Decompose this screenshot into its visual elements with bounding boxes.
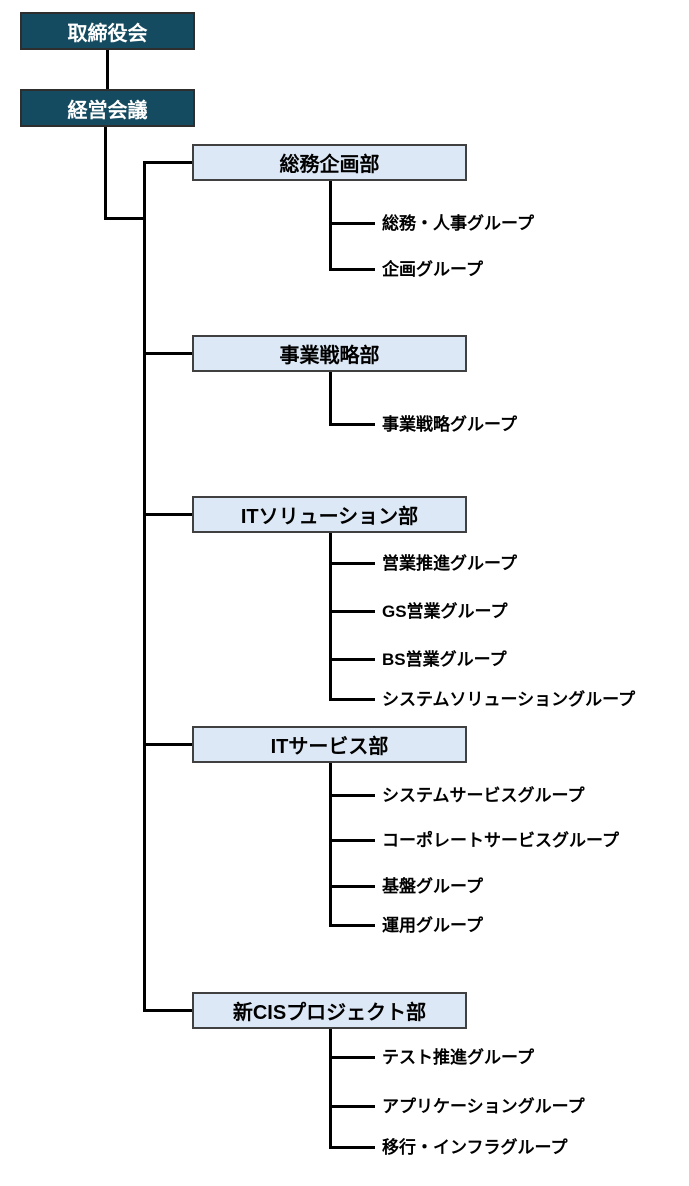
connector-line — [329, 698, 375, 701]
group-label: 事業戦略グループ — [382, 415, 517, 434]
group-label: 企画グループ — [382, 260, 483, 279]
group-label: BS営業グループ — [382, 650, 507, 669]
group-label: テスト推進グループ — [382, 1048, 534, 1067]
connector-line — [104, 127, 107, 220]
subtrunk-line — [329, 1029, 332, 1149]
connector-line — [329, 794, 375, 797]
node-board-of-directors-label: 取締役会 — [67, 22, 148, 45]
department-label: 新CISプロジェクト部 — [232, 1002, 427, 1024]
connector-line — [104, 217, 146, 220]
connector-line — [329, 423, 375, 426]
department-box: ITソリューション部 — [192, 496, 467, 533]
department-box: ITサービス部 — [192, 726, 467, 763]
subtrunk-line — [329, 533, 332, 701]
group-label: 営業推進グループ — [382, 554, 517, 573]
department-label: 総務企画部 — [279, 154, 380, 176]
department-label: ITサービス部 — [270, 736, 389, 758]
group-label: システムサービスグループ — [382, 786, 585, 805]
connector-line — [143, 1009, 192, 1012]
connector-line — [106, 50, 109, 89]
node-board-of-directors: 取締役会 — [20, 12, 195, 50]
group-label: 総務・人事グループ — [382, 214, 534, 233]
connector-line — [143, 513, 192, 516]
connector-line — [329, 839, 375, 842]
node-management-council-label: 経営会議 — [67, 99, 148, 122]
connector-line — [329, 924, 375, 927]
connector-line — [329, 268, 375, 271]
group-label: アプリケーショングループ — [382, 1097, 585, 1116]
group-label: コーポレートサービスグループ — [382, 831, 619, 850]
subtrunk-line — [329, 372, 332, 426]
connector-line — [143, 161, 192, 164]
department-box: 総務企画部 — [192, 144, 467, 181]
group-label: 移行・インフラグループ — [382, 1138, 568, 1157]
connector-line — [143, 743, 192, 746]
connector-line — [329, 885, 375, 888]
department-label: ITソリューション部 — [240, 506, 419, 528]
group-label: GS営業グループ — [382, 602, 508, 621]
subtrunk-line — [329, 763, 332, 927]
connector-line — [329, 658, 375, 661]
connector-line — [143, 352, 192, 355]
trunk-line — [143, 161, 146, 1012]
department-box: 事業戦略部 — [192, 335, 467, 372]
connector-line — [329, 1056, 375, 1059]
group-label: システムソリューショングループ — [382, 690, 636, 709]
connector-line — [329, 610, 375, 613]
connector-line — [329, 1105, 375, 1108]
connector-line — [329, 1146, 375, 1149]
connector-line — [329, 222, 375, 225]
department-box: 新CISプロジェクト部 — [192, 992, 467, 1029]
connector-line — [329, 562, 375, 565]
department-label: 事業戦略部 — [279, 345, 380, 367]
node-management-council: 経営会議 — [20, 89, 195, 127]
subtrunk-line — [329, 181, 332, 271]
group-label: 基盤グループ — [382, 877, 483, 896]
group-label: 運用グループ — [382, 916, 483, 935]
